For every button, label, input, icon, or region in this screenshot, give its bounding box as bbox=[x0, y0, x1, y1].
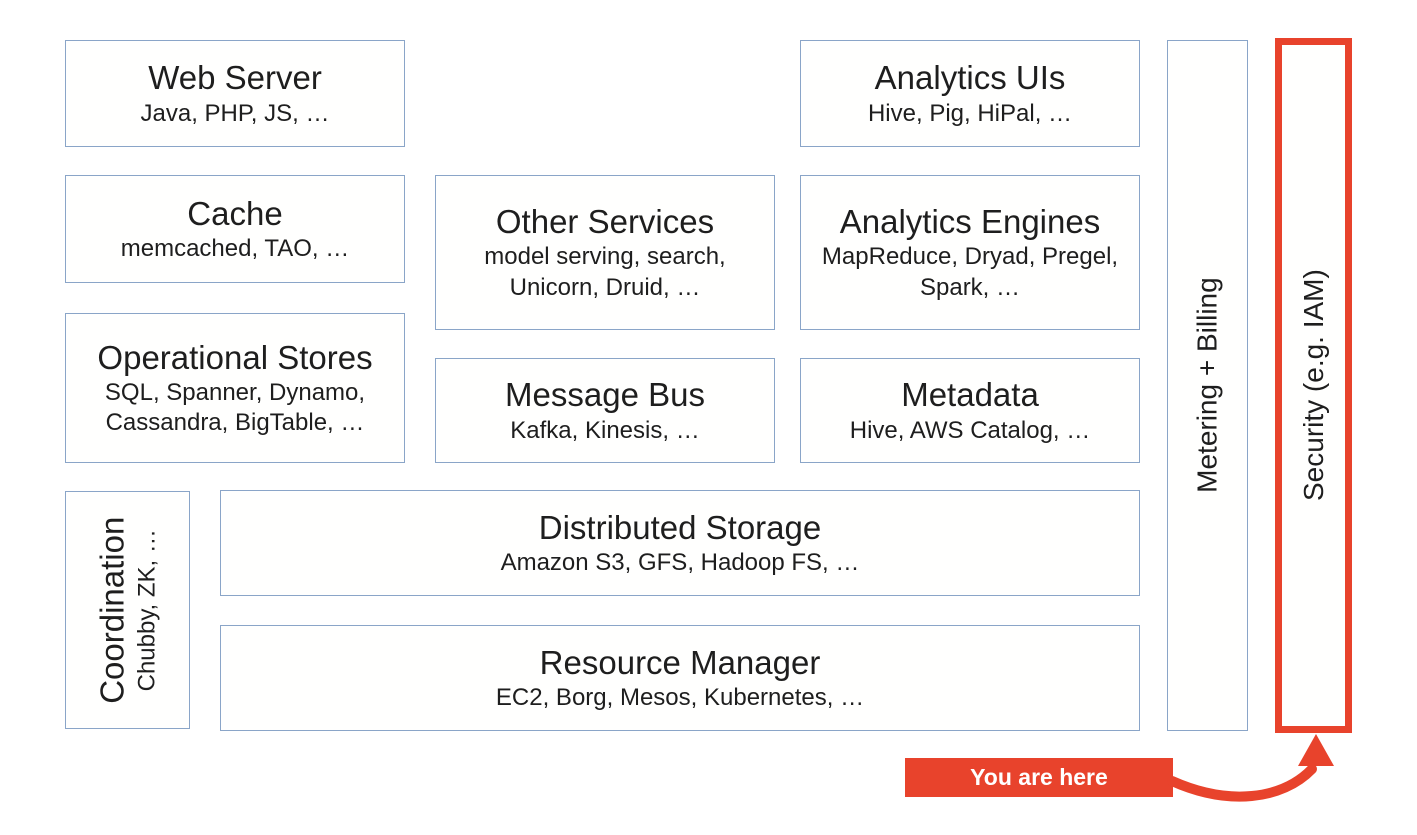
box-subtitle: Kafka, Kinesis, … bbox=[510, 416, 700, 444]
box-title: Operational Stores bbox=[97, 338, 373, 376]
box-title: Distributed Storage bbox=[538, 508, 822, 546]
you-are-here-label: You are here bbox=[970, 764, 1108, 790]
vertical-text-wrapper: Security (e.g. IAM) bbox=[1296, 270, 1330, 502]
box-metadata: Metadata Hive, AWS Catalog, … bbox=[800, 358, 1140, 463]
box-analytics-engines: Analytics Engines MapReduce, Dryad, Preg… bbox=[800, 175, 1140, 330]
box-subtitle: Amazon S3, GFS, Hadoop FS, … bbox=[500, 549, 860, 576]
box-metering-billing: Metering + Billing bbox=[1167, 40, 1248, 731]
box-coordination: Coordination Chubby, ZK, … bbox=[65, 491, 190, 729]
box-web-server: Web Server Java, PHP, JS, … bbox=[65, 40, 405, 147]
you-are-here-badge: You are here bbox=[905, 758, 1173, 797]
box-subtitle: MapReduce, Dryad, Pregel, Spark, … bbox=[821, 243, 1119, 301]
box-subtitle: EC2, Borg, Mesos, Kubernetes, … bbox=[495, 684, 865, 711]
box-subtitle: SQL, Spanner, Dynamo, Cassandra, BigTabl… bbox=[104, 378, 366, 437]
box-title: Metering + Billing bbox=[1191, 277, 1223, 494]
box-title: Coordination bbox=[93, 516, 131, 704]
box-analytics-uis: Analytics UIs Hive, Pig, HiPal, … bbox=[800, 40, 1140, 147]
box-title: Metadata bbox=[901, 376, 1039, 414]
box-operational-stores: Operational Stores SQL, Spanner, Dynamo,… bbox=[65, 313, 405, 463]
vertical-text-wrapper: Coordination Chubby, ZK, … bbox=[92, 516, 162, 703]
box-title: Web Server bbox=[148, 59, 322, 97]
box-title: Analytics UIs bbox=[874, 59, 1066, 97]
box-title: Other Services bbox=[495, 203, 715, 241]
box-subtitle: model serving, search, Unicorn, Druid, … bbox=[484, 243, 726, 301]
box-distributed-storage: Distributed Storage Amazon S3, GFS, Hado… bbox=[220, 490, 1140, 596]
box-title: Message Bus bbox=[505, 376, 705, 414]
arrow-curve bbox=[1167, 764, 1317, 802]
arrow-head bbox=[1298, 734, 1334, 766]
box-resource-manager: Resource Manager EC2, Borg, Mesos, Kuber… bbox=[220, 625, 1140, 731]
vertical-text-wrapper: Metering + Billing bbox=[1190, 278, 1224, 494]
box-subtitle: memcached, TAO, … bbox=[120, 235, 350, 262]
box-cache: Cache memcached, TAO, … bbox=[65, 175, 405, 283]
box-subtitle: Chubby, ZK, … bbox=[133, 528, 161, 692]
box-subtitle: Java, PHP, JS, … bbox=[140, 99, 330, 127]
box-title: Cache bbox=[187, 194, 283, 232]
box-message-bus: Message Bus Kafka, Kinesis, … bbox=[435, 358, 775, 463]
box-title: Security (e.g. IAM) bbox=[1297, 269, 1329, 502]
box-subtitle: Hive, AWS Catalog, … bbox=[849, 416, 1091, 444]
box-title: Analytics Engines bbox=[839, 203, 1101, 241]
box-title: Resource Manager bbox=[539, 643, 821, 681]
box-other-services: Other Services model serving, search, Un… bbox=[435, 175, 775, 330]
box-security-highlighted: Security (e.g. IAM) bbox=[1275, 38, 1352, 733]
box-subtitle: Hive, Pig, HiPal, … bbox=[867, 99, 1073, 127]
